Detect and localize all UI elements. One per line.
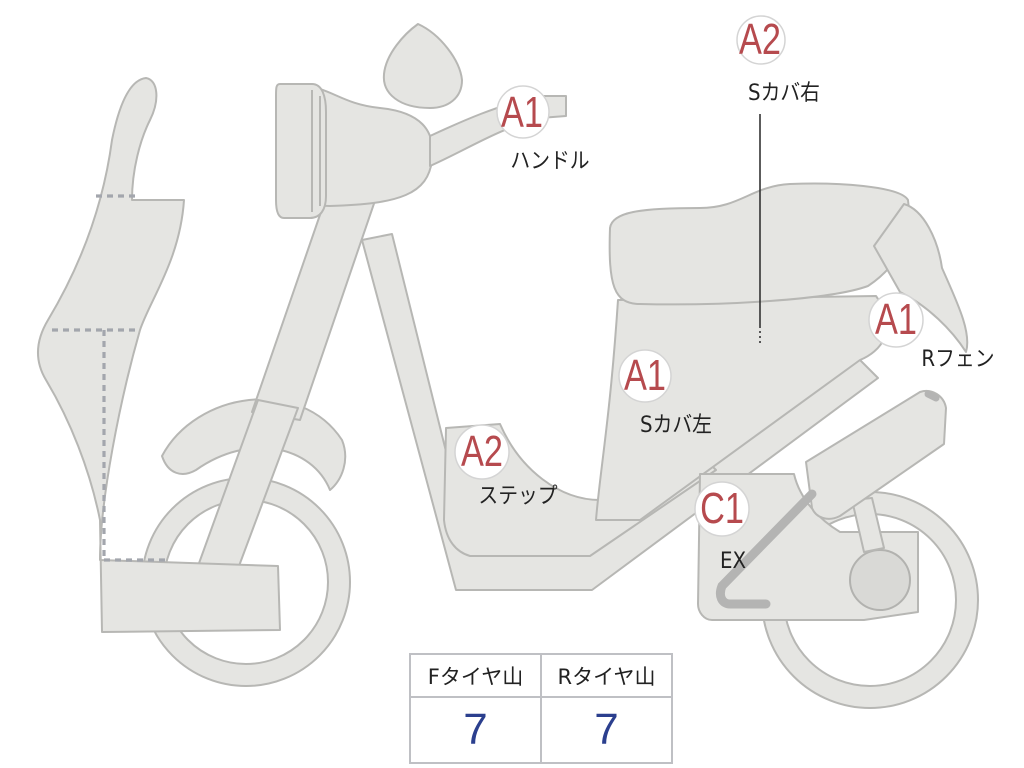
grade-step: A2: [461, 427, 503, 476]
rear-tire-value: 7: [540, 696, 673, 764]
grade-circle-exhaust: [694, 481, 750, 537]
grade-side-cover-left: A1: [624, 351, 666, 400]
rear-tire-header: Rタイヤ山: [540, 653, 673, 698]
grade-circle-handle: [496, 85, 550, 139]
exhaust-pipe: [715, 489, 817, 609]
label-handle: ハンドル: [510, 149, 590, 174]
grade-side-cover-right: A2: [739, 15, 781, 64]
muffler-tip: [924, 390, 940, 402]
headlight: [275, 83, 327, 219]
label-exhaust: EX: [719, 549, 747, 574]
rear-tail: [873, 203, 969, 353]
grade-rear-fender: A1: [875, 295, 917, 344]
grade-circle-side-cover-right: [736, 15, 786, 65]
label-rear-fender: Rフェン: [921, 347, 995, 372]
leg-shield: [36, 77, 281, 633]
rear-hub: [849, 549, 911, 611]
grade-circle-rear-fender: [868, 292, 924, 348]
front-tire-value: 7: [409, 696, 542, 764]
grade-circle-side-cover-left: [618, 349, 672, 403]
label-side-cover-right: Sカバ右: [748, 81, 820, 106]
grade-circle-step: [454, 424, 510, 480]
grade-exhaust: C1: [700, 484, 744, 533]
label-side-cover-left: Sカバ左: [640, 413, 712, 438]
mirror: [382, 23, 463, 109]
label-step: ステップ: [478, 484, 558, 509]
tire-tread-table: Fタイヤ山 Rタイヤ山 7 7: [409, 653, 673, 764]
front-tire-header: Fタイヤ山: [409, 653, 542, 698]
grade-handle: A1: [501, 88, 543, 137]
headlight-lens: [311, 90, 321, 212]
